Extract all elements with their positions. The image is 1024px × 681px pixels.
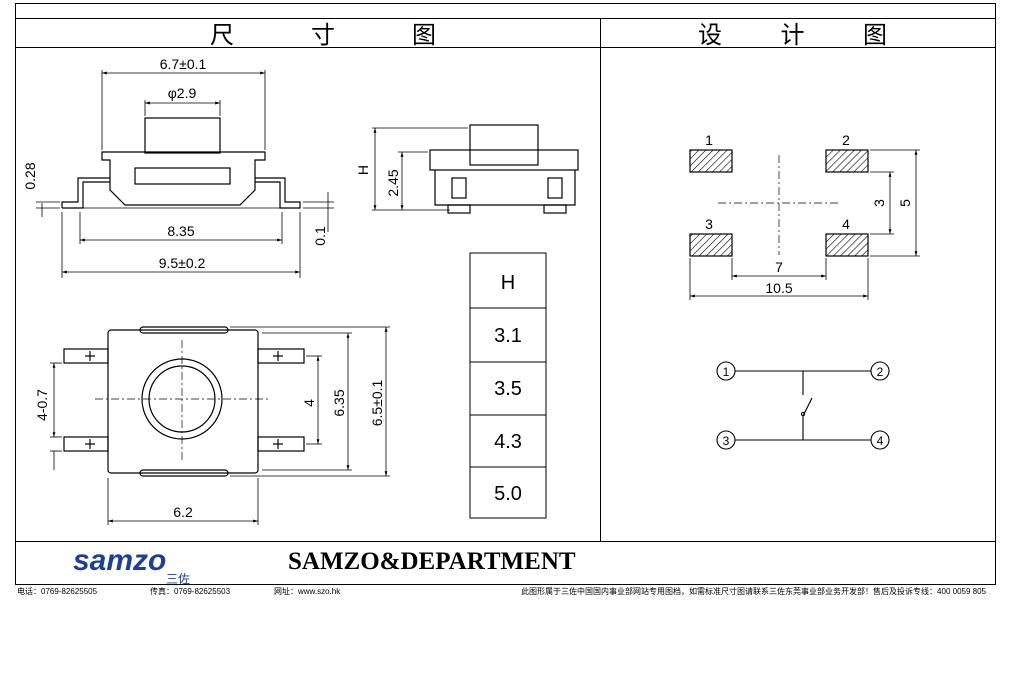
dim-pin-pitch: 4-0.7 xyxy=(34,389,50,421)
switch-schematic xyxy=(716,361,890,450)
front-stem xyxy=(469,124,539,166)
pad-layout xyxy=(689,149,869,257)
panel-divider xyxy=(600,18,601,542)
brand-name: SAMZO&DEPARTMENT xyxy=(288,548,576,575)
pad-label: 1 xyxy=(705,132,713,148)
pad-2 xyxy=(825,149,869,173)
pad-4 xyxy=(825,233,869,257)
left-lead xyxy=(61,177,110,209)
pad-label: 3 xyxy=(705,216,713,232)
pad-label: 4 xyxy=(842,216,850,232)
dim-tab-thickness: 0.28 xyxy=(22,162,38,189)
node-label: 4 xyxy=(877,434,884,448)
svg-text:samzo: samzo xyxy=(73,544,166,577)
front-lead-right xyxy=(547,177,563,199)
body-slot xyxy=(134,167,231,185)
dim-body-width: 6.35 xyxy=(331,389,347,416)
dim-lead-gap: 0.1 xyxy=(312,226,328,246)
title-char: 图 xyxy=(863,21,887,49)
right-lead xyxy=(255,177,301,209)
dim-height-h: H xyxy=(355,165,371,175)
footer-note: 此图形属于三佐中国国内事业部网站专用图档，如需标准尺寸图请联系三佐东莞事业部业务… xyxy=(521,587,986,596)
dim-pad-3: 3 xyxy=(871,199,887,207)
title-char: 图 xyxy=(412,21,436,49)
title-char: 寸 xyxy=(311,21,335,49)
svg-text:三佐: 三佐 xyxy=(166,572,190,586)
footer-phone: 电话：0769-82625505 xyxy=(17,587,98,596)
title-char: 设 xyxy=(698,21,722,49)
design-drawing-title: 设 计 图 xyxy=(600,18,995,49)
footer-divider xyxy=(15,541,996,542)
node-label: 2 xyxy=(877,365,884,379)
footer-fax: 传真：0769-82625503 xyxy=(150,587,231,596)
pad-1 xyxy=(689,149,733,173)
footer-website[interactable]: 网址：www.szo.hk xyxy=(274,587,341,596)
samzo-logo: samzo 三佐 xyxy=(73,544,190,586)
dim-pad-10-5: 10.5 xyxy=(765,280,792,296)
table-cell: 4.3 xyxy=(494,431,522,453)
drawing-frame xyxy=(15,3,996,585)
title-char: 计 xyxy=(780,21,805,49)
pad-3 xyxy=(689,233,733,257)
dim-body-width-total: 6.5±0.1 xyxy=(369,379,385,426)
dim-body-length: 6.2 xyxy=(173,504,193,520)
body-outline xyxy=(101,151,266,206)
top-view xyxy=(63,326,305,477)
table-cell: 5.0 xyxy=(494,483,522,505)
node-label: 3 xyxy=(723,434,730,448)
table-header-h: H xyxy=(501,272,515,294)
front-top xyxy=(429,149,579,171)
dim-body-height: 2.45 xyxy=(385,169,401,196)
table-cell: 3.1 xyxy=(494,325,522,347)
front-view xyxy=(429,124,579,214)
front-lead-left xyxy=(451,177,467,199)
side-view xyxy=(61,117,301,209)
node-label: 1 xyxy=(723,365,730,379)
dim-pad-5: 5 xyxy=(897,199,913,207)
dim-width-total: 6.7±0.1 xyxy=(160,56,207,72)
title-char: 尺 xyxy=(210,21,234,49)
dim-overall-length: 9.5±0.2 xyxy=(159,255,206,271)
front-body xyxy=(434,170,576,206)
dim-inner-length: 8.35 xyxy=(167,223,194,239)
stem-outline xyxy=(144,117,221,154)
header-top-line xyxy=(15,18,996,19)
pad-label: 2 xyxy=(842,132,850,148)
dim-pad-7: 7 xyxy=(775,259,783,275)
dimension-drawing-title: 尺 寸 图 xyxy=(16,18,600,49)
height-table xyxy=(469,252,547,519)
dim-stem-diameter: φ2.9 xyxy=(168,85,197,101)
table-cell: 3.5 xyxy=(494,378,522,400)
dim-pin-span: 4 xyxy=(301,399,317,407)
